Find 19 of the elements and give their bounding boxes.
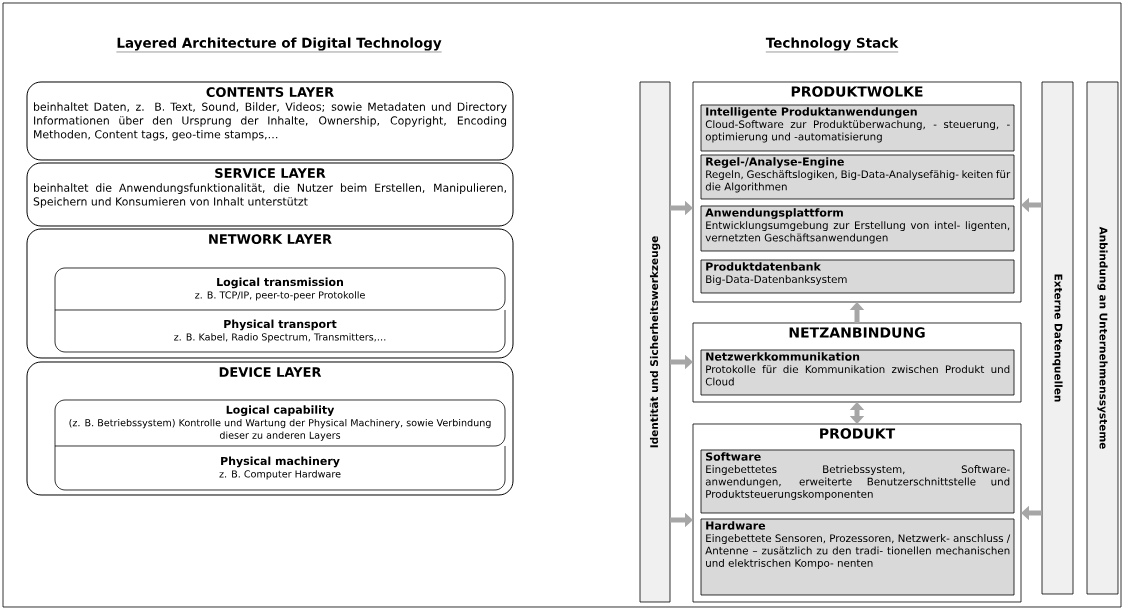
component-box: Intelligente Produktanwendungen Cloud-Software zur Produktüberwachung, - steuerung, -optimierung und -automatisierung (700, 104, 1015, 152)
side-bar: Anbindung an Unternehmenssysteme (1086, 81, 1119, 595)
sublayer-box: Physical machinery z. B. Computer Hardware (54, 445, 506, 491)
sublayer-box: Logical transmission z. B. TCP/IP, peer-to-peer Protokolle (54, 267, 506, 311)
arrow (849, 402, 865, 424)
component-box: Anwendungsplattform Entwicklungsumgebung zur Erstellung von intel- ligenten, vernetzten Geschäftsanwendungen (700, 205, 1015, 252)
component-box: Regel-/Analyse-Engine Regeln, Geschäftslogiken, Big-Data-Analysefähig- keiten für die Algorithmen (700, 154, 1015, 200)
sublayer-box: Physical transport z. B. Kabel, Radio Spectrum, Transmitters,… (54, 309, 506, 353)
side-bar: Externe Datenquellen (1041, 81, 1074, 595)
sublayer-box: Logical capability (z. B. Betriebssystem) Kontrolle und Wartung der Physical Machinery, sowie Verbindung dieser zu anderen Layers (54, 399, 506, 447)
component-box: Hardware Eingebettete Sensoren, Prozessoren, Netzwerk- anschluss / Antenne – zusätzlich zu den tradi- tionellen mechanischen und elektrischen Kompo- nenten (700, 518, 1015, 596)
layer-box: SERVICE LAYER beinhaltet die Anwendungsfunktionalität, die Nutzer beim Erstellen, Manipulieren, Speichern und Konsumieren von Inhalt unterstützt (26, 162, 514, 227)
component-box: Software Eingebettetes Betriebssystem, Software- anwendungen, erweiterte Benutzerschnittstelle und Produktsteuerungskomponenten (700, 449, 1015, 514)
side-bar: Identität und Sicherheitswerkzeuge (639, 81, 671, 603)
section-title: Technology Stack (765, 37, 899, 53)
component-box: Produktdatenbank Big-Data-Datenbanksystem (700, 259, 1015, 294)
component-box: Netzwerkkommunikation Protokolle für die Kommunikation zwischen Produkt und Cloud (700, 349, 1015, 396)
layer-box: CONTENTS LAYER beinhaltet Daten, z. B. Text, Sound, Bilder, Videos; sowie Metadaten und Directory Informationen über den Ursprung der Inhalte, Ownership, Copyright, Encoding Methoden, Content tags, geo-time stamps,… (26, 81, 514, 161)
section-title: Layered Architecture of Digital Technology (116, 37, 442, 53)
